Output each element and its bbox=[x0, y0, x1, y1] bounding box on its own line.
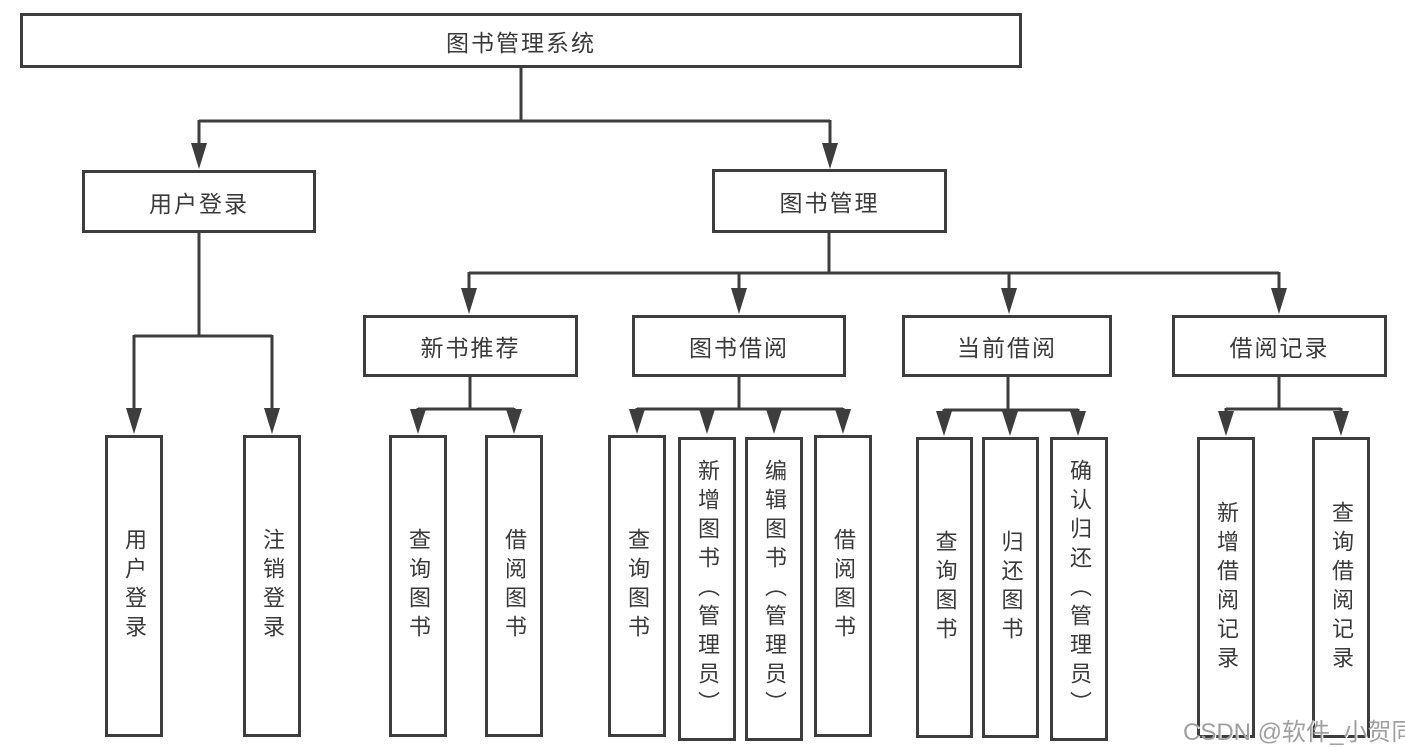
csdn-watermark: CSDN @软件_小贺同学 bbox=[1183, 719, 1405, 746]
connector-new-book-rec-to-leaves bbox=[416, 377, 516, 412]
arrowheads bbox=[126, 143, 1349, 436]
connector-user-login-to-leaves bbox=[132, 233, 274, 412]
leaf-bb-add-book-admin: 新增图书（管理员） bbox=[678, 437, 736, 741]
leaf-br-add-record: 新增借阅记录 bbox=[1197, 437, 1255, 738]
node-book-management: 图书管理 bbox=[712, 169, 947, 233]
leaf-rec-borrow-book: 借阅图书 bbox=[485, 435, 543, 737]
node-borrowing-records: 借阅记录 bbox=[1172, 315, 1387, 377]
node-root-system: 图书管理系统 bbox=[20, 13, 1022, 68]
leaf-bb-borrow-book: 借阅图书 bbox=[814, 435, 872, 737]
connector-borrow-records-to-leaves bbox=[1224, 377, 1343, 413]
node-current-borrowing: 当前借阅 bbox=[902, 315, 1112, 377]
connector-book-mgmt-to-level3 bbox=[467, 233, 1281, 292]
connector-root-to-level2 bbox=[197, 68, 832, 147]
leaf-rec-query-book: 查询图书 bbox=[389, 435, 447, 737]
leaf-br-query-record: 查询借阅记录 bbox=[1312, 437, 1370, 738]
node-user-login: 用户登录 bbox=[82, 170, 316, 233]
leaf-cb-confirm-return-admin: 确认归还（管理员） bbox=[1050, 437, 1108, 741]
leaf-user-login: 用户登录 bbox=[105, 435, 163, 737]
leaf-logout: 注销登录 bbox=[243, 435, 301, 737]
leaf-cb-query-book: 查询图书 bbox=[916, 437, 973, 738]
leaf-bb-edit-book-admin: 编辑图书（管理员） bbox=[745, 437, 803, 741]
leaf-bb-query-book: 查询图书 bbox=[608, 435, 666, 737]
leaf-cb-return-book: 归还图书 bbox=[982, 437, 1039, 738]
connector-current-borrow-to-leaves bbox=[942, 377, 1080, 413]
node-new-book-recommendation: 新书推荐 bbox=[363, 315, 578, 377]
connector-book-borrow-to-leaves bbox=[635, 377, 845, 412]
node-book-borrowing: 图书借阅 bbox=[632, 315, 846, 377]
